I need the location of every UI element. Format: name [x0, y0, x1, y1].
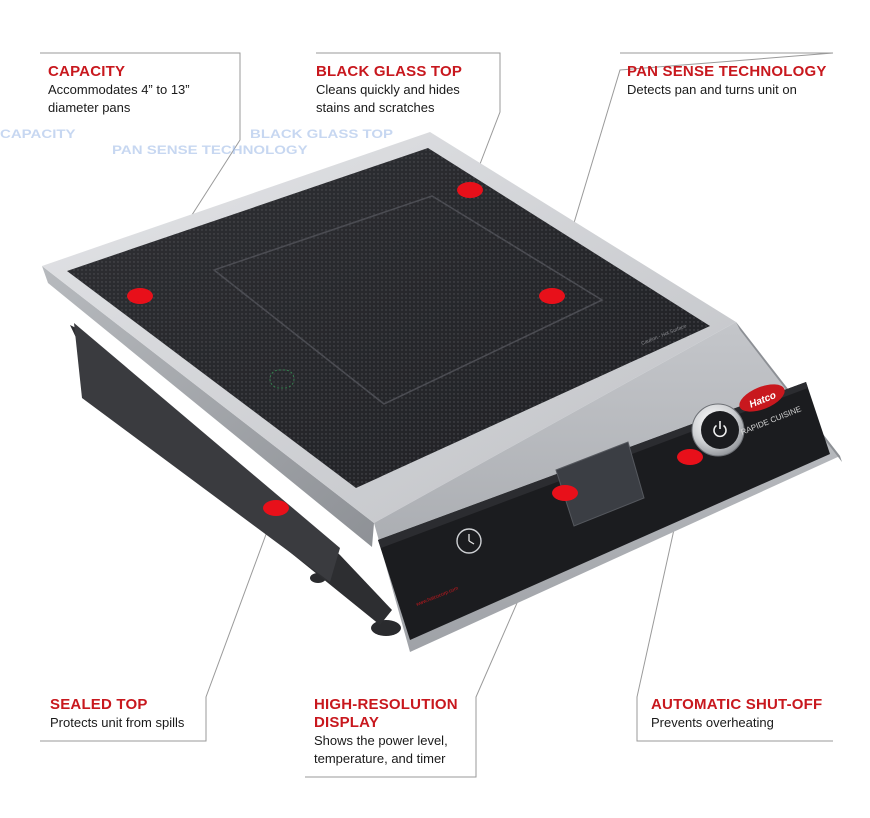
callout-title: CAPACITY [48, 63, 126, 80]
callout-title: DISPLAY [314, 714, 380, 731]
callout-title: AUTOMATIC SHUT-OFF [651, 696, 823, 713]
callout-desc: Cleans quickly and hides [316, 82, 460, 97]
callout-title: HIGH-RESOLUTION [314, 696, 458, 713]
callout-desc: Accommodates 4” to 13” [48, 82, 190, 97]
leader-line-sealed [40, 509, 276, 742]
callout-desc: diameter pans [48, 100, 131, 115]
callout-title: BLACK GLASS TOP [316, 63, 463, 80]
unit-left-side [42, 266, 374, 547]
callout-desc: Shows the power level, [314, 733, 448, 748]
feature-markers [127, 182, 703, 516]
leader-line-glass [316, 52, 501, 191]
timer-button[interactable] [456, 528, 482, 554]
leader-line-shutoff [636, 456, 833, 742]
callout-desc: Prevents overheating [651, 715, 774, 730]
callout-desc: temperature, and timer [314, 751, 446, 766]
power-knob[interactable] [691, 403, 745, 457]
callout-title: PAN SENSE TECHNOLOGY [627, 63, 827, 80]
black-glass-top: Caution - Hot Surface [67, 148, 710, 488]
cooking-zone-outline [212, 195, 604, 405]
callout-desc: stains and scratches [316, 100, 435, 115]
marker-pan-sense[interactable] [539, 288, 565, 304]
control-panel: Hatco RAPIDE CUISINE www.hatcocorp.com [378, 382, 830, 640]
high-resolution-display [555, 441, 645, 527]
marker-capacity[interactable] [127, 288, 153, 304]
marker-sealed[interactable] [263, 500, 289, 516]
timer-icon [468, 534, 475, 545]
ghost-marker [269, 369, 295, 389]
callout-desc: Detects pan and turns unit on [627, 82, 797, 97]
callout-shutoff: AUTOMATIC SHUT-OFF Prevents overheating [651, 696, 841, 732]
marker-display[interactable] [552, 485, 578, 501]
brand-logo: Hatco [739, 384, 785, 412]
power-icon [713, 421, 727, 438]
callout-title: SEALED TOP [50, 696, 148, 713]
marker-shutoff[interactable] [677, 449, 703, 465]
leader-line-pan [551, 52, 834, 297]
callout-capacity: CAPACITY Accommodates 4” to 13” diameter… [48, 63, 248, 117]
callout-black-glass-top: BLACK GLASS TOP Cleans quickly and hides… [316, 63, 506, 117]
callout-sealed-top: SEALED TOP Protects unit from spills [50, 696, 220, 732]
marker-glass[interactable] [457, 182, 483, 198]
callout-pan-sense: PAN SENSE TECHNOLOGY Detects pan and tur… [627, 63, 857, 99]
callout-display: HIGH-RESOLUTION DISPLAY Shows the power … [314, 696, 494, 768]
callout-desc: Protects unit from spills [50, 715, 185, 730]
